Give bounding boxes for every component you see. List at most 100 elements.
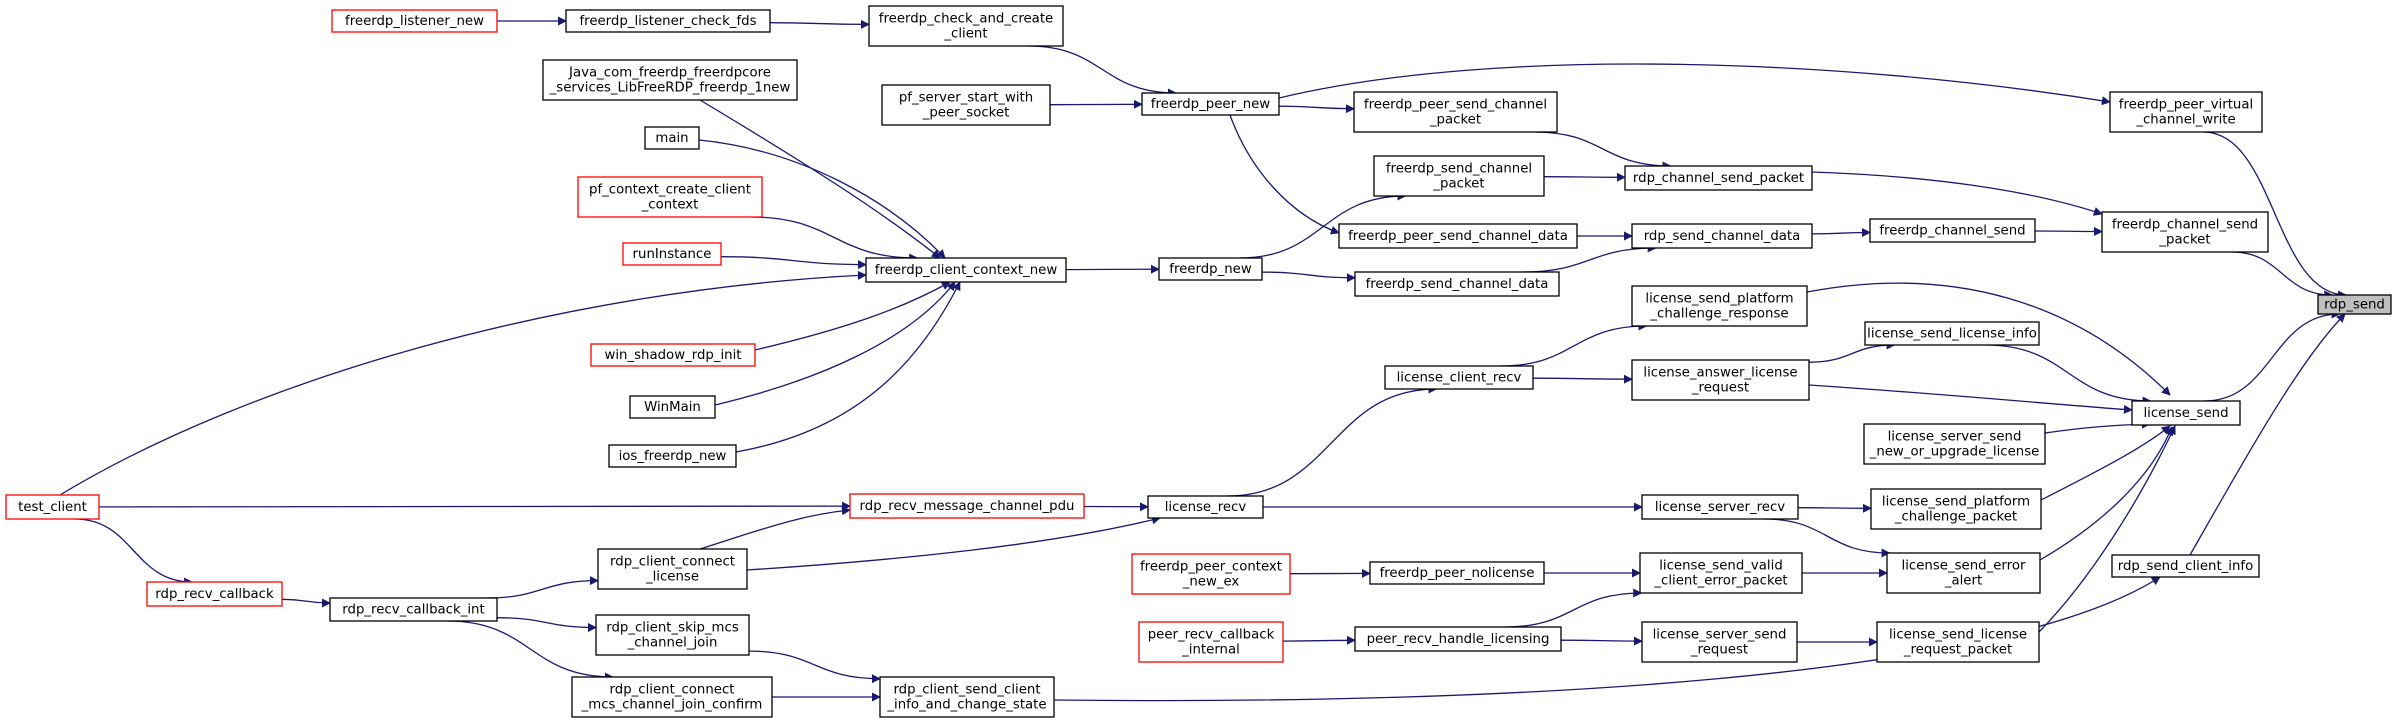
function-node-license-recv[interactable]: license_recv <box>1147 495 1264 519</box>
call-edge <box>1278 104 1355 114</box>
call-edge-line <box>1261 271 1356 283</box>
function-node-freerdp-check-and-create-client[interactable]: freerdp_check_and_create_client <box>868 5 1064 47</box>
function-node-box <box>577 176 763 218</box>
function-node-label: rdp_send_client_info <box>2118 559 2254 574</box>
call-edge-line <box>754 281 951 351</box>
function-node-rdp-send-channel-data[interactable]: rdp_send_channel_data <box>1631 223 1813 249</box>
function-node-freerdp-new[interactable]: freerdp_new <box>1158 257 1263 281</box>
call-edge <box>2038 425 2176 633</box>
function-node-rdp-client-connect-license[interactable]: rdp_client_connect_license <box>597 548 748 590</box>
function-node-rdp-recv-callback[interactable]: rdp_recv_callback <box>146 581 283 607</box>
call-edge <box>1505 588 1643 628</box>
function-node-license-server-send-new-or-upgrade-license[interactable]: license_server_send_new_or_upgrade_licen… <box>1863 423 2046 465</box>
function-node-license-server-send-request[interactable]: license_server_send_request <box>1641 621 1798 663</box>
function-node-pf-context-create-client-context[interactable]: pf_context_create_client_context <box>577 176 763 218</box>
call-edge <box>748 650 881 684</box>
function-node-license-answer-license-request[interactable]: license_answer_license_request <box>1631 359 1810 401</box>
function-node-box <box>542 59 798 101</box>
function-node-peer-recv-callback-internal[interactable]: peer_recv_callback_internal <box>1138 621 1284 663</box>
function-node-rdp-channel-send-packet[interactable]: rdp_channel_send_packet <box>1624 165 1813 191</box>
function-node-label: rdp_recv_message_channel_pdu <box>860 499 1075 514</box>
function-node-win-shadow-rdp-init[interactable]: win_shadow_rdp_init <box>590 343 756 367</box>
function-node-label: freerdp_peer_virtual <box>2119 98 2253 113</box>
call-edge-line <box>2204 309 2341 402</box>
call-edge-line <box>1797 503 1872 513</box>
function-node-label: _packet <box>2158 233 2210 248</box>
function-node-rdp-client-connect-mcs-channel-join-confirm[interactable]: rdp_client_connect_mcs_channel_join_conf… <box>571 676 773 718</box>
function-node-box <box>5 494 100 520</box>
call-edge-line <box>2203 131 2348 300</box>
function-node-winmain[interactable]: WinMain <box>629 395 716 419</box>
function-node-rdp-client-skip-mcs-channel-join[interactable]: rdp_client_skip_mcs_channel_join <box>595 614 750 656</box>
function-node-freerdp-peer-new[interactable]: freerdp_peer_new <box>1141 92 1280 116</box>
function-node-test-client[interactable]: test_client <box>5 494 100 520</box>
function-node-box <box>590 343 756 367</box>
function-node-freerdp-peer-send-channel-data[interactable]: freerdp_peer_send_channel_data <box>1338 223 1578 249</box>
function-node-java-lib[interactable]: Java_com_freerdp_freerdpcore_services_Li… <box>542 59 798 101</box>
function-node-label: _info_and_change_state <box>886 698 1046 713</box>
call-edge <box>496 617 597 632</box>
function-node-freerdp-client-context-new[interactable]: freerdp_client_context_new <box>865 257 1067 283</box>
function-node-label: _challenge_packet <box>1894 510 2017 525</box>
function-node-freerdp-channel-send-packet[interactable]: freerdp_channel_send_packet <box>2101 211 2269 253</box>
function-node-freerdp-listener-check-fds[interactable]: freerdp_listener_check_fds <box>565 9 771 33</box>
function-node-main[interactable]: main <box>644 126 700 150</box>
function-node-freerdp-send-channel-packet[interactable]: freerdp_send_channel_packet <box>1373 155 1545 197</box>
function-node-rdp-send-client-info[interactable]: rdp_send_client_info <box>2111 554 2260 578</box>
function-node-label: Java_com_freerdp_freerdpcore <box>568 66 771 81</box>
function-node-license-client-recv[interactable]: license_client_recv <box>1384 365 1534 390</box>
function-node-rdp-recv-message-channel-pdu[interactable]: rdp_recv_message_channel_pdu <box>849 493 1085 519</box>
call-edge <box>754 281 951 351</box>
function-node-freerdp-listener-new[interactable]: freerdp_listener_new <box>331 9 498 33</box>
call-edge <box>1261 271 1356 283</box>
function-node-label: rdp_client_skip_mcs <box>606 621 739 636</box>
function-node-label: freerdp_listener_check_fds <box>579 14 756 29</box>
function-node-license-send-valid-client-error-packet[interactable]: license_send_valid_client_error_packet <box>1639 552 1803 594</box>
function-node-ios-freerdp-new[interactable]: ios_freerdp_new <box>608 444 737 468</box>
function-node-rdp-client-send-client-info-and-change-state[interactable]: rdp_client_send_client_info_and_change_s… <box>879 676 1055 718</box>
function-node-license-send[interactable]: license_send <box>2131 400 2241 426</box>
function-node-license-send-license-info[interactable]: license_send_license_info <box>1864 321 2040 346</box>
function-node-box <box>1641 494 1799 520</box>
function-node-peer-recv-handle-licensing[interactable]: peer_recv_handle_licensing <box>1354 626 1562 652</box>
call-edge-line <box>447 620 614 682</box>
function-node-license-server-recv[interactable]: license_server_recv <box>1641 494 1799 520</box>
function-node-freerdp-send-channel-data[interactable]: freerdp_send_channel_data <box>1354 271 1560 297</box>
function-node-label: _license <box>645 570 699 585</box>
function-node-rdp-send[interactable]: rdp_send <box>2317 294 2392 315</box>
call-edge <box>1560 636 1643 646</box>
function-node-label: rdp_client_connect <box>610 683 735 698</box>
function-node-label: rdp_send_channel_data <box>1644 229 1801 244</box>
function-node-license-send-platform-challenge-packet[interactable]: license_send_platform_challenge_packet <box>1870 488 2042 530</box>
function-node-label: _services_LibFreeRDP_freerdp_1new <box>549 81 791 96</box>
call-edge-line <box>2189 313 2346 556</box>
call-edge <box>2189 313 2346 556</box>
function-node-license-send-license-request-packet[interactable]: license_send_license_request_packet <box>1876 621 2040 663</box>
call-edge-line <box>59 270 867 496</box>
function-node-label: peer_recv_callback <box>1148 628 1275 643</box>
function-node-pf-server-start-with-peer-socket[interactable]: pf_server_start_with_peer_socket <box>881 84 1051 126</box>
function-node-license-send-error-alert[interactable]: license_send_error_alert <box>1886 552 2041 594</box>
function-node-label: rdp_client_connect <box>610 555 735 570</box>
function-node-license-send-platform-challenge-response[interactable]: license_send_platform_challenge_response <box>1631 285 1808 327</box>
call-edge <box>1028 45 1177 98</box>
call-edge-line <box>281 598 331 608</box>
function-node-label: freerdp_send_channel <box>1386 162 1532 177</box>
function-node-box <box>1631 285 1808 327</box>
call-edge-line <box>1523 243 1657 273</box>
function-node-freerdp-peer-context-new-ex[interactable]: freerdp_peer_context_new_ex <box>1131 553 1291 595</box>
function-node-rdp-recv-callback-int[interactable]: rdp_recv_callback_int <box>329 597 498 622</box>
function-node-freerdp-peer-nolicense[interactable]: freerdp_peer_nolicense <box>1369 561 1545 585</box>
function-node-runinstance[interactable]: runInstance <box>622 242 722 266</box>
function-node-label: _packet <box>1429 113 1481 128</box>
function-node-freerdp-channel-send[interactable]: freerdp_channel_send <box>1869 218 2036 243</box>
call-edge <box>1523 243 1657 273</box>
call-edge-line <box>714 281 956 406</box>
function-node-freerdp-peer-virtual-channel-write[interactable]: freerdp_peer_virtual_channel_write <box>2109 91 2263 133</box>
function-node-freerdp-peer-send-channel-packet[interactable]: freerdp_peer_send_channel_packet <box>1353 91 1558 133</box>
call-edge-line <box>1535 131 1672 171</box>
function-node-label: _request_packet <box>1903 643 2012 658</box>
function-node-box <box>2109 91 2263 133</box>
function-node-label: rdp_channel_send_packet <box>1633 171 1804 186</box>
call-edge <box>1535 131 1672 171</box>
